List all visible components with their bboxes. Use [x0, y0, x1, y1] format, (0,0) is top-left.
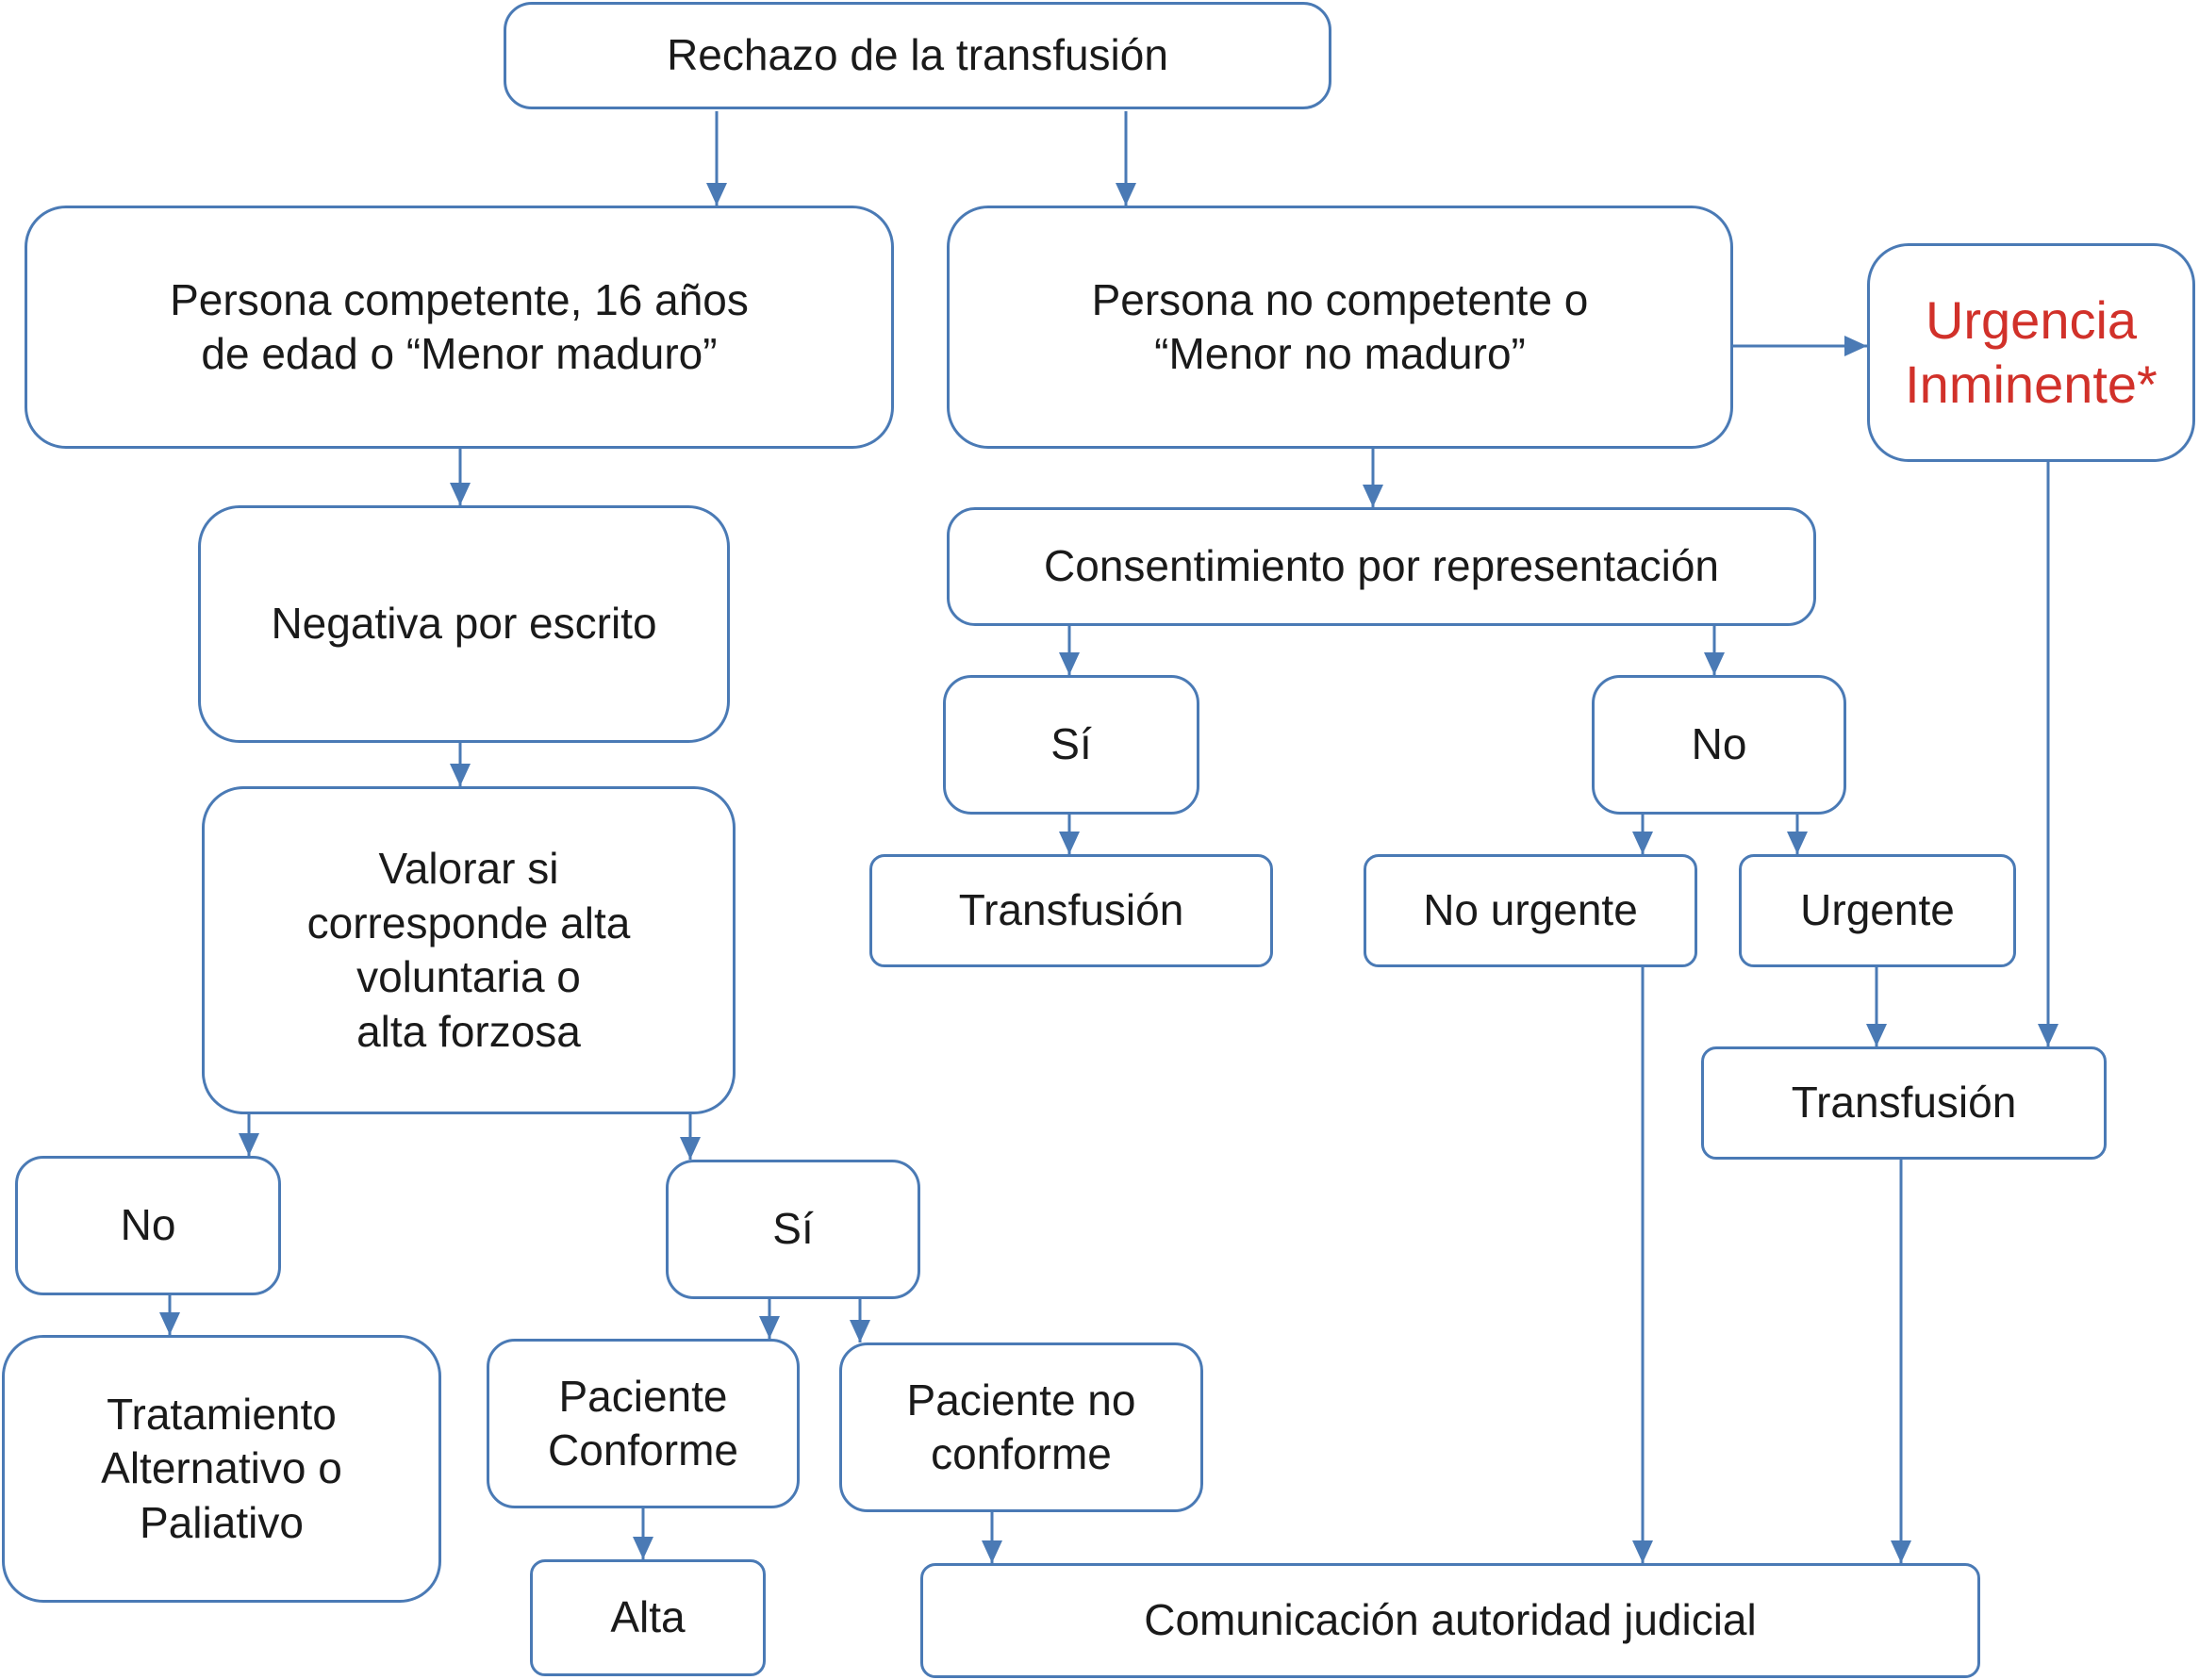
node-si-consentimiento: Sí	[943, 675, 1199, 815]
node-paciente-conforme: Paciente Conforme	[487, 1339, 800, 1508]
node-no-urgente: No urgente	[1364, 854, 1697, 967]
node-negativa-label: Negativa por escrito	[271, 599, 657, 649]
node-no-competente-label: Persona no competente o “Menor no maduro…	[1091, 274, 1589, 379]
node-no-urgente-label: No urgente	[1423, 885, 1638, 935]
node-competente: Persona competente, 16 años de edad o “M…	[25, 206, 894, 449]
node-consentimiento-label: Consentimiento por representación	[1044, 541, 1719, 591]
node-no-valorar: No	[15, 1156, 281, 1295]
node-valorar-label: Valorar si corresponde alta voluntaria o…	[306, 844, 631, 1056]
node-no-consentimiento: No	[1592, 675, 1846, 815]
node-comunicacion-label: Comunicación autoridad judicial	[1144, 1595, 1757, 1645]
node-alta-label: Alta	[610, 1592, 686, 1642]
node-consentimiento: Consentimiento por representación	[947, 507, 1816, 626]
node-transfusion-1: Transfusión	[869, 854, 1273, 967]
node-paciente-no-conforme-label: Paciente no conforme	[906, 1375, 1136, 1479]
node-negativa: Negativa por escrito	[198, 505, 730, 743]
node-paciente-conforme-label: Paciente Conforme	[548, 1371, 738, 1475]
node-no-consentimiento-label: No	[1691, 719, 1747, 769]
node-competente-label: Persona competente, 16 años de edad o “M…	[170, 274, 749, 379]
node-paciente-no-conforme: Paciente no conforme	[839, 1342, 1203, 1512]
node-transfusion-1-label: Transfusión	[958, 885, 1184, 935]
node-rechazo-label: Rechazo de la transfusión	[667, 30, 1168, 80]
node-urgente-label: Urgente	[1800, 885, 1955, 935]
node-si-valorar: Sí	[666, 1160, 920, 1299]
node-tratamiento-label: Tratamiento Alternativo o Paliativo	[101, 1389, 342, 1547]
node-alta: Alta	[530, 1559, 766, 1676]
node-no-valorar-label: No	[120, 1200, 176, 1250]
node-urgencia-label: Urgencia Inminente*	[1905, 289, 2158, 414]
node-comunicacion: Comunicación autoridad judicial	[920, 1563, 1980, 1678]
node-transfusion-2-label: Transfusión	[1791, 1078, 2017, 1128]
node-valorar: Valorar si corresponde alta voluntaria o…	[202, 786, 736, 1114]
node-tratamiento: Tratamiento Alternativo o Paliativo	[2, 1335, 441, 1603]
node-urgencia-inminente: Urgencia Inminente*	[1867, 243, 2195, 462]
node-rechazo: Rechazo de la transfusión	[504, 2, 1331, 109]
node-no-competente: Persona no competente o “Menor no maduro…	[947, 206, 1733, 449]
node-si-valorar-label: Sí	[772, 1204, 814, 1254]
node-urgente: Urgente	[1739, 854, 2016, 967]
node-transfusion-2: Transfusión	[1701, 1046, 2107, 1160]
node-si-consentimiento-label: Sí	[1050, 719, 1092, 769]
